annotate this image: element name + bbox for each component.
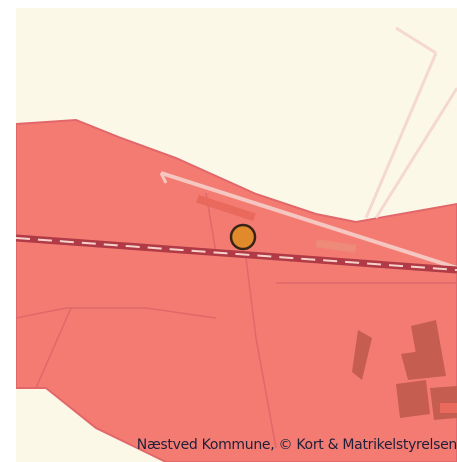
- building: [352, 330, 372, 380]
- parcel-line: [16, 307, 217, 319]
- land-area: [16, 118, 457, 462]
- building: [196, 194, 256, 222]
- building: [315, 239, 357, 253]
- parcel-line: [35, 307, 72, 389]
- building: [411, 320, 441, 354]
- road: [364, 52, 438, 219]
- road: [160, 171, 457, 270]
- road: [159, 172, 168, 184]
- railway-dash: [16, 237, 457, 271]
- map-view[interactable]: Næstved Kommune, © Kort & Matrikelstyrel…: [16, 8, 457, 462]
- map-canvas: [16, 26, 457, 462]
- map-attribution: Næstved Kommune, © Kort & Matrikelstyrel…: [136, 437, 457, 453]
- building: [440, 403, 457, 413]
- building: [401, 348, 446, 380]
- location-marker-icon[interactable]: [229, 223, 257, 251]
- parcel-line: [245, 257, 277, 449]
- road: [395, 26, 437, 55]
- building: [396, 380, 430, 418]
- road: [374, 87, 457, 219]
